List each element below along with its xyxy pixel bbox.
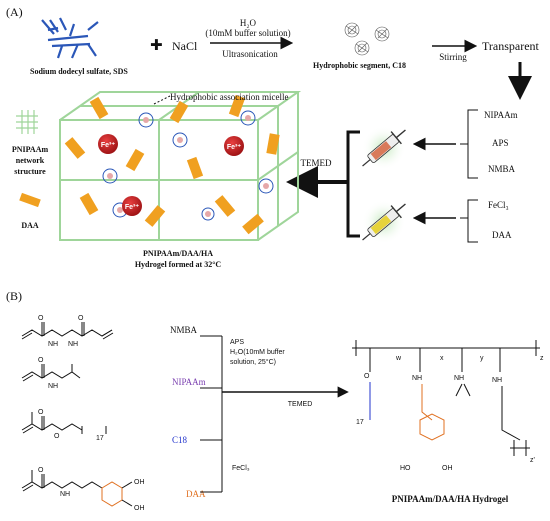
c18-structure: O O 17: [21, 409, 107, 442]
svg-text:Fe³⁺: Fe³⁺: [227, 144, 242, 151]
cond-aps: APS: [230, 339, 244, 346]
svg-text:O: O: [38, 467, 44, 474]
svg-text:w: w: [395, 355, 402, 362]
syringe-top-icon: [362, 126, 406, 170]
svg-text:O: O: [38, 315, 44, 322]
bracket-top: [460, 109, 478, 179]
hydrogel-title: PNIPAAm/DAA/HA: [143, 249, 213, 258]
svg-text:NH: NH: [492, 377, 502, 384]
svg-text:O: O: [54, 433, 60, 440]
reagent-daa: DAA: [492, 230, 512, 240]
reagent-aps: APS: [492, 138, 509, 148]
step1-buffer: (10mM buffer solution): [205, 28, 290, 38]
product-structure: w x y z O NH NH NH 17 HO OH z': [352, 340, 544, 472]
micelle-label: Hydrophobic association micelle: [170, 92, 288, 102]
svg-text:O: O: [78, 315, 84, 322]
svg-text:O: O: [38, 357, 44, 364]
nmba-structure: O O NH NH: [21, 315, 114, 348]
svg-text:NH: NH: [412, 375, 422, 382]
cond-fecl3: FeCl₃: [232, 465, 250, 472]
cond-h2o: H₂O(10mM buffer: [230, 349, 285, 356]
bracket-bottom: [460, 199, 478, 243]
reagent-fecl3: FeCl₃: [488, 200, 509, 210]
hydrogel-subtitle: Hydrogel formed at 32°C: [135, 260, 222, 269]
hydrophobic-segment-icon: [344, 22, 390, 56]
legend-network-line2: network: [16, 156, 45, 165]
fe-ion-2: Fe³⁺: [224, 136, 244, 156]
label-c18: C18: [172, 435, 188, 445]
svg-text:O: O: [38, 409, 44, 416]
svg-text:NH: NH: [60, 491, 70, 498]
svg-text:NH: NH: [48, 383, 58, 390]
svg-text:OH: OH: [134, 479, 145, 486]
fe-ion-1: Fe³⁺: [98, 134, 118, 154]
label-daa: DAA: [186, 489, 206, 499]
label-nipaam: NIPAAm: [172, 377, 206, 387]
temed-label: TEMED: [301, 158, 332, 168]
label-nmba: NMBA: [170, 325, 198, 335]
network-legend-icon: [16, 110, 38, 134]
cond-solution: solution, 25°C): [230, 358, 276, 366]
micelle-pointer: [153, 95, 171, 105]
svg-text:NH: NH: [454, 375, 464, 382]
step1-method: Ultrasonication: [222, 49, 278, 59]
legend-network-line1: PNIPAAm: [12, 145, 49, 154]
reagent-nmba: NMBA: [488, 164, 516, 174]
sds-molecule-icon: [41, 17, 99, 59]
plus-icon: ✚: [150, 36, 163, 54]
svg-text:NH: NH: [68, 341, 78, 348]
svg-text:17: 17: [356, 419, 364, 426]
syringe-bottom-icon: [362, 200, 406, 244]
cond-temed: TEMED: [288, 401, 313, 408]
legend-daa-icon: [19, 192, 41, 208]
daa-structure: O NH OH OH: [21, 467, 145, 512]
svg-text:z': z': [530, 457, 535, 464]
svg-text:OH: OH: [134, 505, 145, 512]
fe-ion-3: Fe³⁺: [122, 196, 142, 216]
product-label: PNIPAAm/DAA/HA Hydrogel: [392, 494, 509, 504]
svg-text:HO: HO: [400, 465, 411, 472]
panel-a-label: (A): [6, 5, 23, 19]
sds-label: Sodium dodecyl sulfate, SDS: [30, 67, 128, 76]
hydrophobic-segment-label: Hydrophobic segment, C18: [313, 61, 406, 70]
svg-text:Fe³⁺: Fe³⁺: [101, 142, 116, 149]
legend-network-line3: structure: [14, 167, 46, 176]
svg-text:NH: NH: [48, 341, 58, 348]
svg-text:z: z: [540, 355, 544, 362]
panel-b-label: (B): [6, 289, 22, 303]
svg-text:y: y: [480, 355, 484, 362]
combine-bracket: [346, 130, 360, 238]
nacl-label: NaCl: [172, 39, 198, 53]
stirring-label: Stirring: [439, 52, 467, 62]
hydrogel-network-diagram: [59, 91, 302, 241]
svg-text:OH: OH: [442, 465, 453, 472]
nipaam-structure: O NH: [21, 357, 81, 390]
svg-text:x: x: [440, 355, 444, 362]
transparent-label: Transparent: [482, 39, 540, 53]
svg-text:17: 17: [96, 435, 104, 442]
legend-daa-label: DAA: [21, 221, 39, 230]
step1-solvent: H₂O: [240, 18, 257, 28]
reagent-nipaam: NIPAAm: [484, 110, 518, 120]
svg-text:Fe³⁺: Fe³⁺: [125, 204, 140, 211]
svg-text:O: O: [364, 373, 370, 380]
